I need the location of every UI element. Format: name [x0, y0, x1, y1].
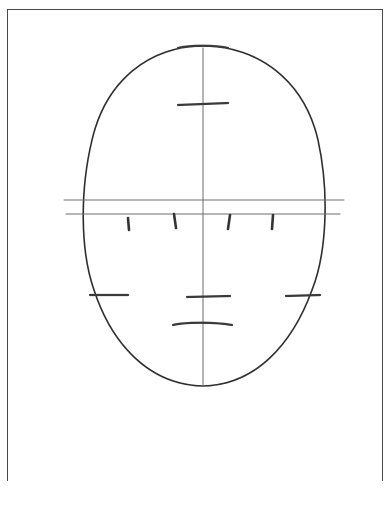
eye-tick-1	[128, 218, 129, 230]
nose-mark	[187, 296, 230, 297]
head-outline	[83, 46, 325, 386]
eye-tick-4	[272, 215, 273, 229]
eye-tick-3	[228, 215, 230, 229]
eye-tick-2	[174, 214, 176, 228]
right-ear-mark	[286, 295, 320, 296]
hairline-mark	[178, 103, 228, 105]
